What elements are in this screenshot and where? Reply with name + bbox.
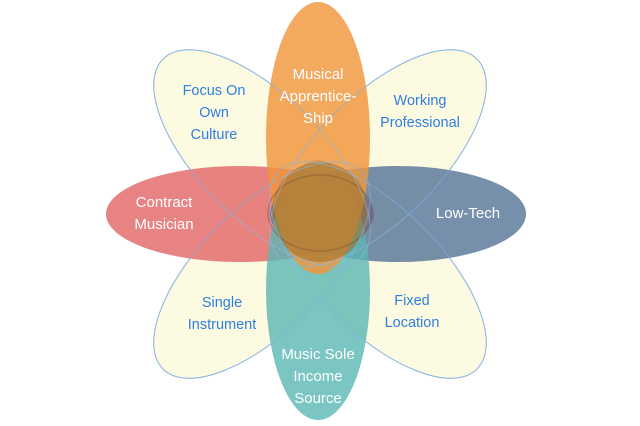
outline-focus-on-own-culture <box>153 49 371 267</box>
center-outline <box>267 174 373 252</box>
label-music-sole-income-source: Music Sole Income Source <box>281 346 355 407</box>
outline-fixed-location <box>269 161 487 379</box>
label-focus-on-own-culture: Focus On Own Culture <box>182 83 246 143</box>
label-low-tech: Low-Tech <box>435 205 501 222</box>
label-contract-musician: Contract Musician <box>134 194 194 233</box>
outline-single-instrument <box>153 161 371 379</box>
center-overlap <box>272 162 368 262</box>
label-working-professional: Working Professional <box>380 93 460 131</box>
label-musical-apprenticeship: Musical Apprentice- Ship <box>279 66 357 127</box>
label-fixed-location: Fixed Location <box>384 293 440 331</box>
label-single-instrument: Single Instrument <box>187 295 257 333</box>
outline-working-professional <box>269 49 487 267</box>
